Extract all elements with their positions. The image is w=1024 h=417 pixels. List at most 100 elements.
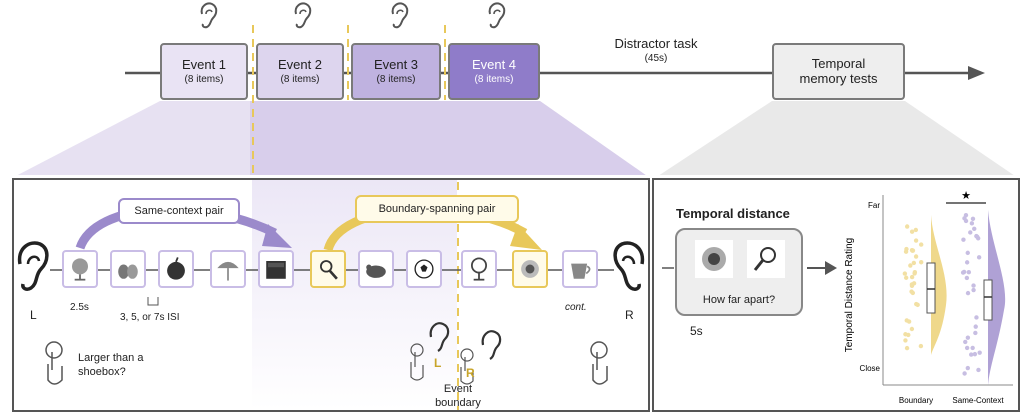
left-ear-label: L <box>30 308 37 322</box>
dot-same-context <box>975 234 980 240</box>
task-line-1: Larger than a <box>78 352 144 364</box>
dot-boundary <box>913 254 919 259</box>
dot-boundary <box>918 343 924 349</box>
dot-same-context <box>972 226 977 232</box>
dot-same-context <box>976 367 981 373</box>
dot-boundary <box>904 246 909 252</box>
timeline-layer <box>17 25 1014 175</box>
dot-boundary <box>909 274 915 280</box>
dot-same-context <box>966 269 972 275</box>
ear-icon <box>200 2 218 29</box>
test-question: How far apart? <box>702 294 776 306</box>
dot-same-context <box>973 324 978 329</box>
stimulus-globe <box>62 250 98 288</box>
ear-icon <box>488 2 506 29</box>
dot-same-context <box>961 237 966 242</box>
globe-icon <box>72 258 88 281</box>
isi-bracket <box>147 297 159 306</box>
event-1-box: Event 1 (8 items) <box>160 43 248 100</box>
dot-same-context <box>964 275 970 281</box>
stimulus-magnifier <box>310 250 346 288</box>
dot-boundary <box>918 260 924 265</box>
box-boundary <box>926 262 936 314</box>
zoom-wedge-shade <box>250 101 646 175</box>
dot-same-context <box>969 221 975 226</box>
dot-same-context <box>965 290 971 296</box>
boundary-illustration <box>410 322 502 385</box>
duration-label: 2.5s <box>70 302 89 313</box>
memory-tests-line2: memory tests <box>799 71 878 86</box>
box-same <box>983 279 993 321</box>
test-title: Temporal distance <box>676 206 790 221</box>
same-context-label: Same-context pair <box>118 198 240 224</box>
dot-boundary <box>911 260 917 266</box>
dot-boundary <box>903 338 908 343</box>
event-4-box: Event 4 (8 items) <box>448 43 540 100</box>
event-1-title: Event 1 <box>181 57 227 72</box>
test-duration: 5s <box>690 324 703 338</box>
dot-boundary <box>909 326 915 332</box>
dot-same-context <box>964 345 970 351</box>
dot-boundary <box>913 227 919 233</box>
event-2-sub: (8 items) <box>280 74 320 85</box>
mouse-icon <box>366 264 386 278</box>
stimulus-umbrella <box>210 250 246 288</box>
dot-same-context <box>970 216 976 222</box>
right-ear-icon <box>613 241 645 291</box>
dot-boundary <box>908 263 913 268</box>
dot-same-context <box>964 260 970 265</box>
dot-same-context <box>965 365 971 371</box>
soccer-ball-icon <box>414 259 434 279</box>
dot-same-context <box>972 351 978 357</box>
magnifier-icon <box>320 260 338 280</box>
dot-same-context <box>968 230 973 235</box>
dot-boundary <box>904 224 910 229</box>
event-3-sub: (8 items) <box>376 74 416 85</box>
cat-same: Same-Context <box>952 396 1004 405</box>
dot-same-context <box>971 283 976 288</box>
stimulus-apple <box>158 250 194 288</box>
tick-far: Far <box>868 201 880 210</box>
stimulus-pears <box>110 250 146 288</box>
boundary-line-2: boundary <box>435 397 481 409</box>
dot-same-context <box>970 345 975 351</box>
test-card: How far apart? <box>675 228 803 316</box>
dot-boundary <box>913 238 919 243</box>
event-4-title: Event 4 <box>471 57 517 72</box>
memory-tests-box: Temporal memory tests <box>772 43 905 100</box>
umbrella-icon <box>217 261 239 281</box>
event-1-sub: (8 items) <box>184 74 224 85</box>
dot-same-context <box>965 335 971 340</box>
dot-boundary <box>903 275 909 280</box>
distractor-title: Distractor task <box>614 36 698 51</box>
dot-same-context <box>971 287 976 293</box>
dot-same-context <box>974 315 979 320</box>
dot-same-context <box>961 269 967 275</box>
dot-same-context <box>969 352 974 357</box>
dot-same-context <box>963 339 968 345</box>
isi-label: 3, 5, or 7s ISI <box>120 312 180 323</box>
boundary-r-label: R <box>466 366 475 380</box>
test-arrows <box>662 261 837 275</box>
wallet-icon <box>266 261 286 279</box>
sunflower-icon <box>521 260 539 278</box>
magnifier-icon <box>747 240 785 278</box>
sunflower-icon <box>695 240 733 278</box>
dot-boundary <box>902 271 908 276</box>
event-2-title: Event 2 <box>277 57 323 72</box>
cup-icon <box>571 263 591 279</box>
timeline-arrowhead <box>968 66 985 80</box>
hand-tap-icon-right <box>590 341 608 385</box>
dot-same-context <box>977 350 982 355</box>
boundary-pair-label: Boundary-spanning pair <box>355 195 519 223</box>
test-arrowhead <box>825 261 837 275</box>
dot-same-context <box>963 212 969 218</box>
dot-same-context <box>962 371 967 376</box>
stimulus-mouse <box>358 250 394 288</box>
event-2-box: Event 2 (8 items) <box>256 43 344 100</box>
zoom-wedge-test <box>659 101 1014 175</box>
left-ear-icon <box>17 241 49 291</box>
dot-same-context <box>973 330 978 336</box>
violin-same <box>988 210 1006 385</box>
dot-boundary <box>906 332 911 338</box>
